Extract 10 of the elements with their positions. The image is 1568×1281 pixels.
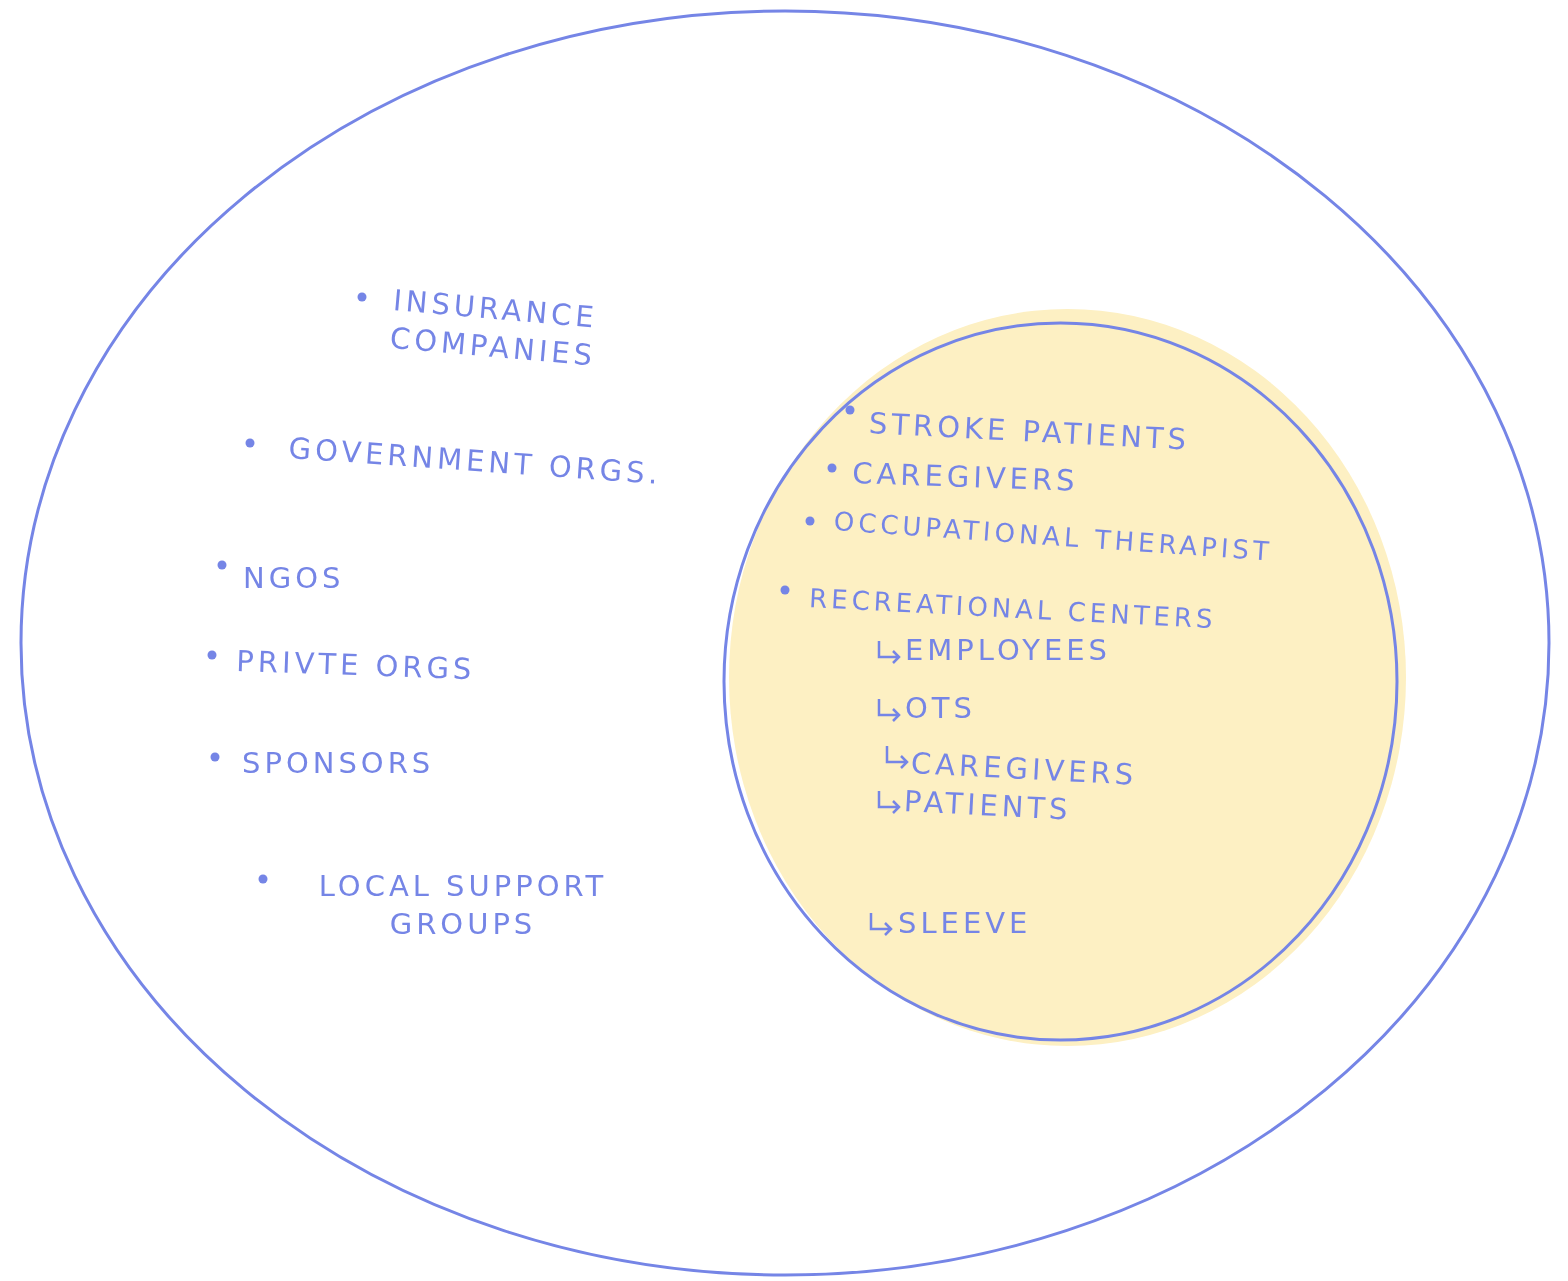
list-item: GOVERNMENT ORGS. bbox=[287, 430, 663, 493]
list-item: LOCAL SUPPORT GROUPS bbox=[317, 868, 609, 943]
list-item: NGOS bbox=[243, 560, 345, 597]
list-item: PATIENTS bbox=[903, 784, 1073, 829]
list-item: OCCUPATIONAL THERAPIST bbox=[832, 505, 1274, 569]
list-item: OTS bbox=[905, 690, 976, 727]
list-item: SPONSORS bbox=[242, 745, 435, 782]
list-item: PRIVTE ORGS bbox=[235, 643, 476, 689]
list-item: SLEEVE bbox=[898, 905, 1032, 942]
list-item: INSURANCE COMPANIES bbox=[388, 282, 601, 375]
